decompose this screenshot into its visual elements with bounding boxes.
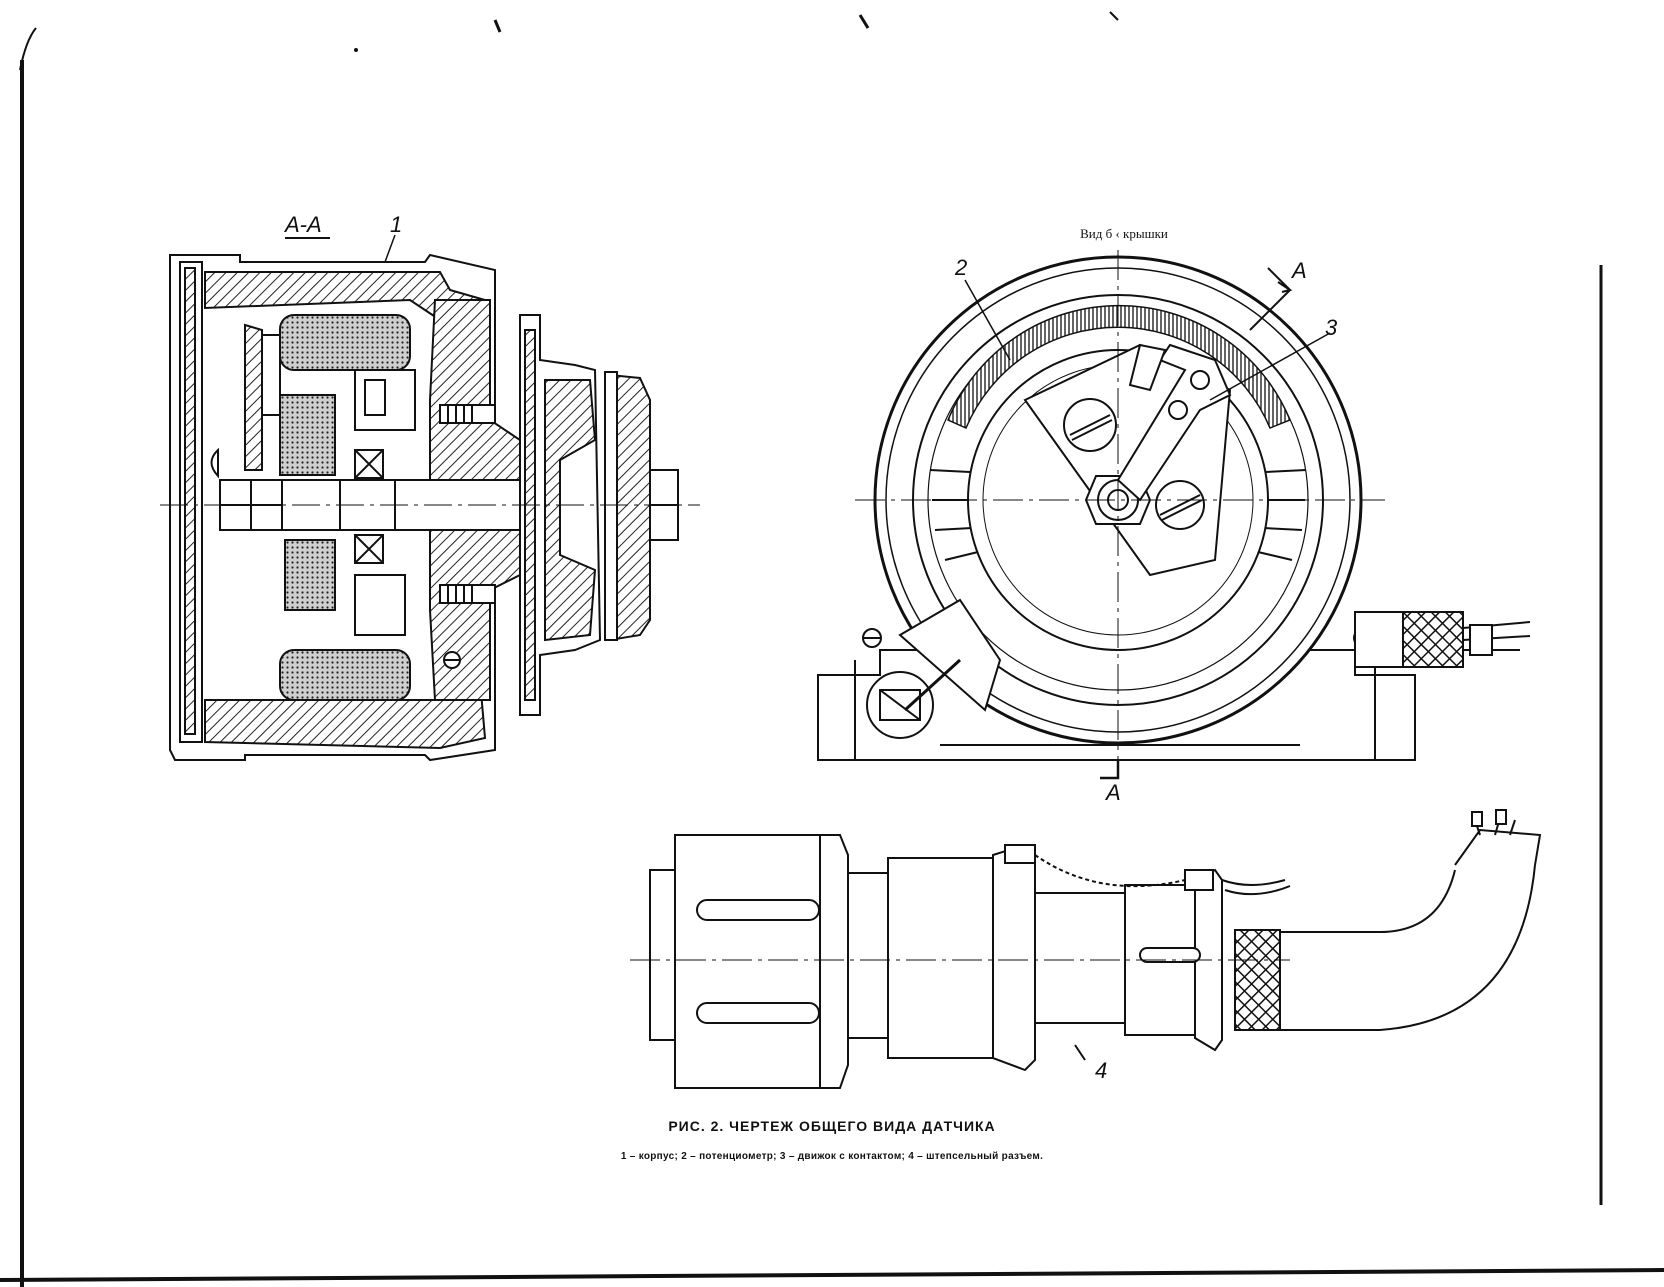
figure-title: РИС. 2. ЧЕРТЕЖ ОБЩЕГО ВИДА ДАТЧИКА bbox=[668, 1118, 996, 1134]
view-title: Вид б ‹ крышки bbox=[1080, 226, 1168, 241]
cut-label-bottom: А bbox=[1104, 780, 1121, 805]
section-label-text: А-А bbox=[283, 212, 322, 237]
potentiometer-winding bbox=[947, 304, 1291, 429]
terminal-block bbox=[866, 598, 1002, 739]
part-label-3: 3 bbox=[1325, 315, 1338, 340]
figure-legend: 1 – корпус; 2 – потенциометр; 3 – движок… bbox=[620, 1151, 1044, 1162]
cable-gland bbox=[1354, 611, 1531, 668]
section-view-a-a: А-А bbox=[160, 212, 700, 762]
housing-body bbox=[169, 253, 679, 762]
front-view-without-cover: Вид б ‹ крышки bbox=[817, 226, 1531, 805]
part-label-4: 4 bbox=[1095, 1058, 1107, 1083]
part-label-2: 2 bbox=[954, 255, 967, 280]
part-label-1: 1 bbox=[390, 212, 402, 237]
page-frame bbox=[0, 11, 1664, 1287]
section-label: А-А bbox=[283, 212, 330, 239]
plug-connector-view bbox=[630, 809, 1542, 1089]
wiper-arm bbox=[1116, 343, 1232, 502]
cut-label-top: А bbox=[1290, 258, 1307, 283]
section-cut-marker-bottom bbox=[1100, 760, 1120, 780]
section-cut-marker-top bbox=[1249, 267, 1293, 331]
